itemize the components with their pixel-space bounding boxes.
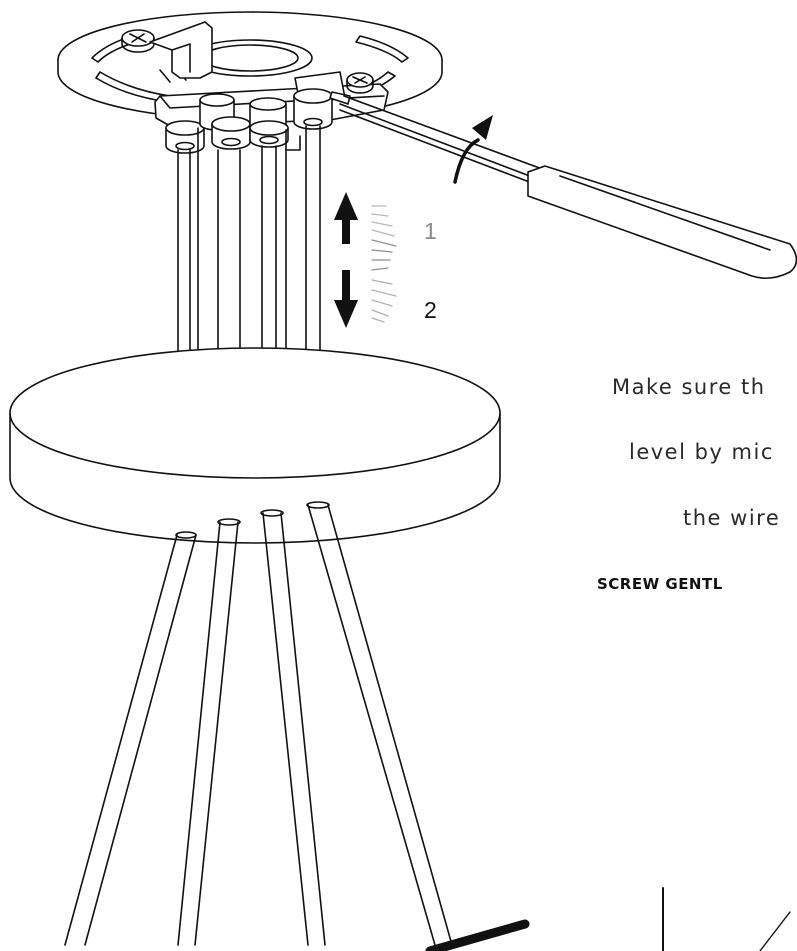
instruction-line-1: Make sure th bbox=[612, 375, 766, 399]
instruction-line-3: the wire bbox=[683, 506, 781, 530]
up-down-arrow-icon bbox=[334, 192, 358, 328]
scale-label-down: 2 bbox=[424, 297, 437, 323]
curved-rotation-arrow-icon bbox=[453, 115, 493, 184]
canopy bbox=[9, 347, 501, 544]
bottom-fragments bbox=[425, 887, 791, 951]
plate-screw bbox=[121, 29, 155, 53]
scale-label-up: 1 bbox=[424, 218, 437, 244]
upper-wires bbox=[177, 125, 321, 369]
hub-screw bbox=[346, 72, 374, 94]
lower-wires bbox=[64, 501, 453, 946]
wire-gripper-6 bbox=[285, 88, 333, 151]
wire-gripper-3 bbox=[211, 116, 251, 150]
wire-gripper-5 bbox=[249, 120, 289, 148]
instruction-line-2: level by mic bbox=[629, 440, 774, 464]
height-scale: 1 2 bbox=[371, 205, 437, 323]
screwdriver bbox=[329, 91, 797, 280]
wire-gripper-1 bbox=[165, 120, 205, 154]
warning-text: SCREW GENTL bbox=[597, 575, 723, 593]
